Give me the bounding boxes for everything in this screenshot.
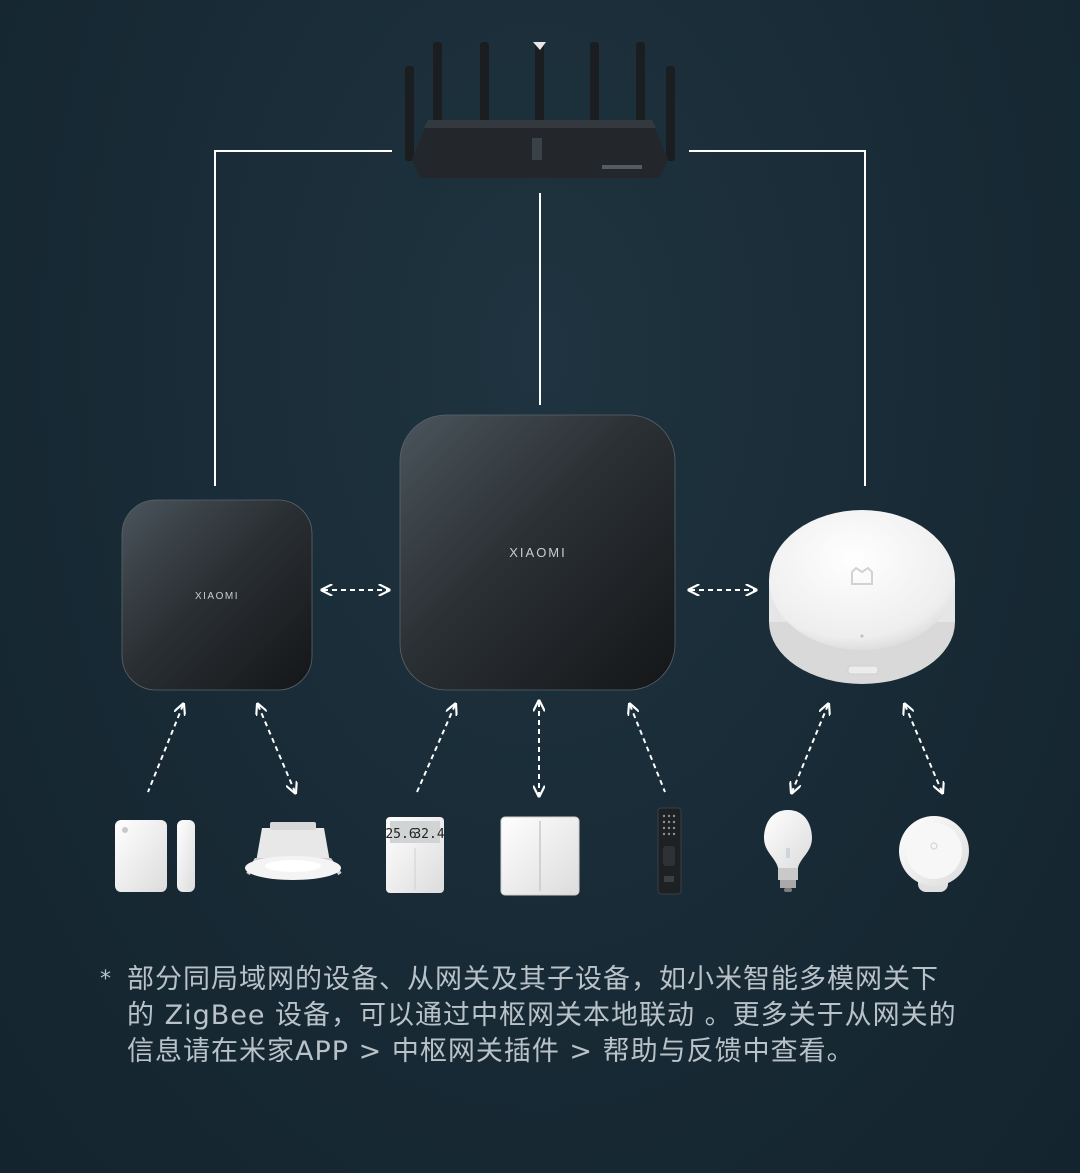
motion-sensor <box>899 816 969 892</box>
hub-center-brand: XIAOMI <box>509 545 567 560</box>
smart-lock <box>657 807 682 895</box>
router-antenna <box>636 42 645 137</box>
smart-bulb <box>764 810 812 892</box>
mijia-logo-icon <box>930 842 938 850</box>
footnote-line-3: 信息请在米家APP > 中枢网关插件 > 帮助与反馈中查看。 <box>127 1036 855 1067</box>
router-antenna <box>666 66 675 161</box>
link-right-hub-bulb <box>792 705 828 792</box>
downlight <box>245 822 342 880</box>
wall-switch <box>500 816 580 896</box>
mijia-logo-icon <box>851 566 873 585</box>
router-antenna <box>480 42 489 137</box>
wire-router-left-hub <box>214 150 392 486</box>
router-indicator-light <box>533 42 546 50</box>
thermometer-display-right: 32.4 <box>413 827 444 842</box>
footnote-line-2: 的 ZigBee 设备，可以通过中枢网关本地联动 。更多关于从网关的 <box>127 1000 957 1031</box>
wireless-connections <box>147 590 942 795</box>
wired-connections <box>214 150 866 486</box>
footnote-asterisk: * <box>100 967 112 992</box>
router-antenna <box>433 42 442 137</box>
door-window-sensor <box>115 820 195 892</box>
router-antenna <box>535 42 544 137</box>
link-center-hub-lock <box>630 705 666 793</box>
hub-left: XIAOMI <box>121 499 313 691</box>
thermometer-display-left: 25.6 <box>385 827 416 842</box>
wire-router-right-hub <box>689 150 866 486</box>
thermometer-panel: 25.6 32.4 <box>385 817 445 893</box>
hub-center: XIAOMI <box>399 414 676 691</box>
hub-right <box>769 510 955 684</box>
link-left-hub-downlight <box>258 705 295 792</box>
hub-left-brand: XIAOMI <box>195 591 239 602</box>
router-display <box>532 138 542 160</box>
footnote-line-1: 部分同局域网的设备、从网关及其子设备，如小米智能多模网关下 <box>127 964 939 995</box>
router-antenna <box>590 42 599 137</box>
link-right-hub-motion-sensor <box>905 705 942 792</box>
router <box>405 42 675 178</box>
thermometer-display <box>390 821 440 843</box>
router-antenna <box>405 66 414 161</box>
link-left-hub-door-sensor <box>147 705 183 793</box>
link-center-hub-thermometer <box>416 705 455 793</box>
footnote: * 部分同局域网的设备、从网关及其子设备，如小米智能多模网关下 的 ZigBee… <box>100 962 1000 1070</box>
